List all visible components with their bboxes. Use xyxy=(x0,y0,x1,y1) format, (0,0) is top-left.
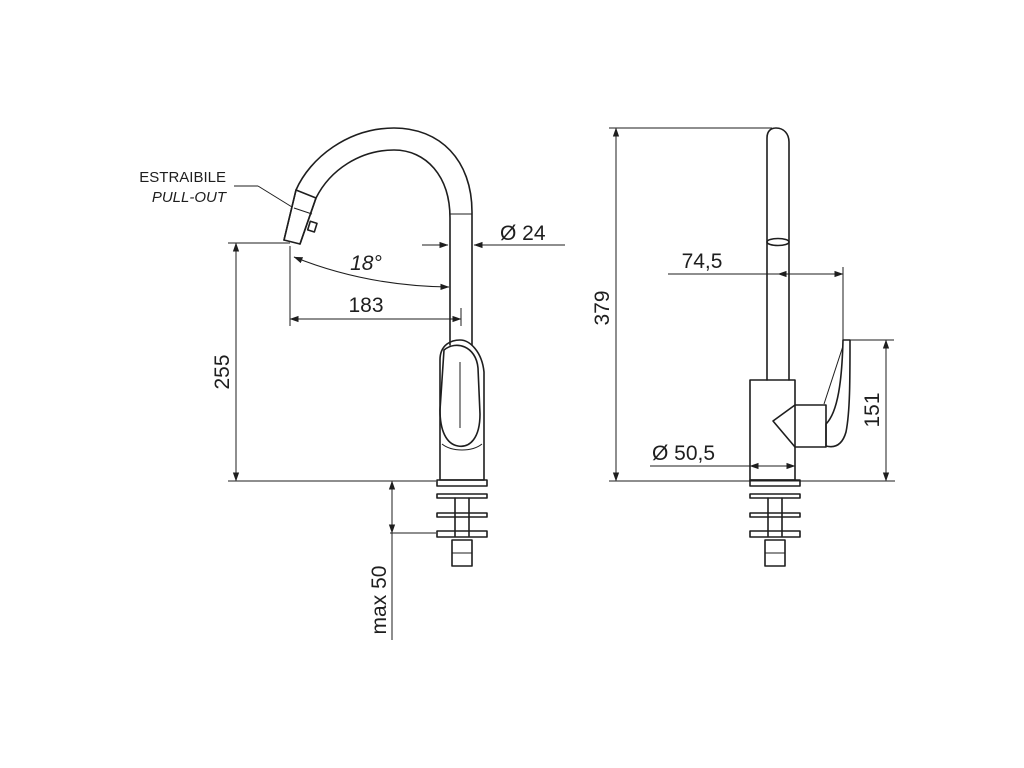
dimension-151: 151 xyxy=(850,339,894,482)
pull-out-callout: ESTRAIBILE PULL-OUT xyxy=(139,169,293,208)
front-mount-plate-2 xyxy=(436,493,488,499)
max-50-label: max 50 xyxy=(368,566,391,635)
dimension-379: 379 xyxy=(591,127,772,482)
pull-out-head xyxy=(283,189,317,245)
dimension-angle-label: 18° xyxy=(350,252,382,275)
dimension-74-5-label: 74,5 xyxy=(682,250,723,273)
front-spout-outer xyxy=(283,127,473,346)
side-mount-plate-4 xyxy=(749,530,801,538)
estraibile-label: ESTRAIBILE xyxy=(139,169,226,186)
pull-out-seam xyxy=(293,207,313,215)
side-view xyxy=(609,127,895,567)
side-handle-joint xyxy=(772,404,827,448)
dimension-diameter-24-label: Ø 24 xyxy=(500,222,546,245)
pull-out-button xyxy=(306,220,318,233)
side-mount-plate-3 xyxy=(749,512,801,518)
side-body xyxy=(749,379,796,481)
dimension-255-label: 255 xyxy=(211,354,234,389)
dimension-183: 183 xyxy=(289,246,462,326)
dimension-74-5: 74,5 xyxy=(668,250,844,340)
dimension-255: 255 xyxy=(211,242,290,482)
front-mount-plate-4 xyxy=(436,530,488,538)
front-body-base-curve xyxy=(441,443,483,451)
dimension-183-label: 183 xyxy=(348,294,383,317)
front-body xyxy=(439,339,485,481)
side-lever xyxy=(825,339,851,448)
front-spout-inner xyxy=(299,149,451,346)
dimension-diameter-50-5-label: Ø 50,5 xyxy=(652,442,715,465)
dimension-diameter-50-5: Ø 50,5 xyxy=(650,442,796,470)
side-spout-outlet xyxy=(766,237,790,247)
dimension-angle-18: 18° xyxy=(293,252,450,291)
side-lever-edge xyxy=(823,345,844,405)
front-view xyxy=(228,127,488,567)
dimension-max-50: max 50 xyxy=(368,480,436,640)
dimension-379-label: 379 xyxy=(591,290,614,325)
front-lever xyxy=(439,344,481,447)
dimension-151-label: 151 xyxy=(861,392,884,427)
side-mount-plate-2 xyxy=(749,493,801,499)
front-mount-plate-3 xyxy=(436,512,488,518)
side-spout xyxy=(766,127,790,381)
dimension-diameter-24: Ø 24 xyxy=(422,222,565,249)
front-mount-plate-1 xyxy=(436,479,488,487)
pull-out-label: PULL-OUT xyxy=(152,189,228,206)
side-mount-plate-1 xyxy=(749,479,801,487)
